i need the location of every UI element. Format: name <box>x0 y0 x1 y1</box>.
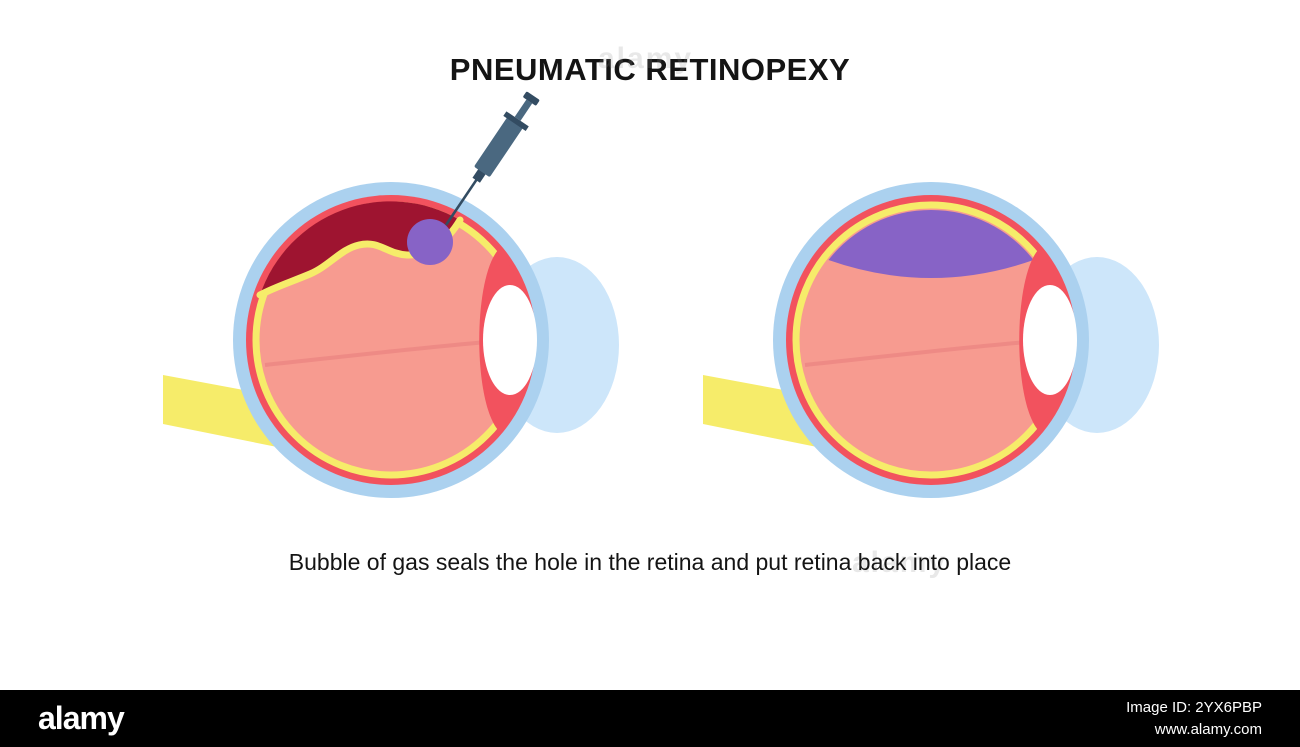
footer-bar: alamy Image ID: 2YX6PBP www.alamy.com <box>0 690 1300 747</box>
syringe-plunger-rod <box>514 99 533 121</box>
footer-meta: Image ID: 2YX6PBP www.alamy.com <box>1126 697 1262 741</box>
hyaloid-canal <box>264 340 488 367</box>
syringe-barrel <box>474 117 523 177</box>
diagram-eye-detached-retina-injection <box>163 91 619 498</box>
syringe-needle <box>444 177 479 226</box>
image-id-text: Image ID: 2YX6PBP <box>1126 698 1262 716</box>
lens <box>483 285 537 395</box>
lens <box>1023 285 1077 395</box>
caption-text: Bubble of gas seals the hole in the reti… <box>288 549 1012 575</box>
gas-bubble-dome <box>828 209 1034 278</box>
gas-bubble <box>407 219 453 265</box>
syringe-flange <box>503 111 529 131</box>
syringe-plunger-cap <box>523 91 540 106</box>
alamy-logo: alamy <box>38 700 125 736</box>
syringe <box>444 91 540 226</box>
website-url-text: www.alamy.com <box>1154 720 1262 738</box>
diagram-eye-gas-bubble-in-place <box>703 182 1159 498</box>
hyaloid-canal <box>804 340 1028 367</box>
page-title: PNEUMATIC RETINOPEXY <box>449 52 851 87</box>
